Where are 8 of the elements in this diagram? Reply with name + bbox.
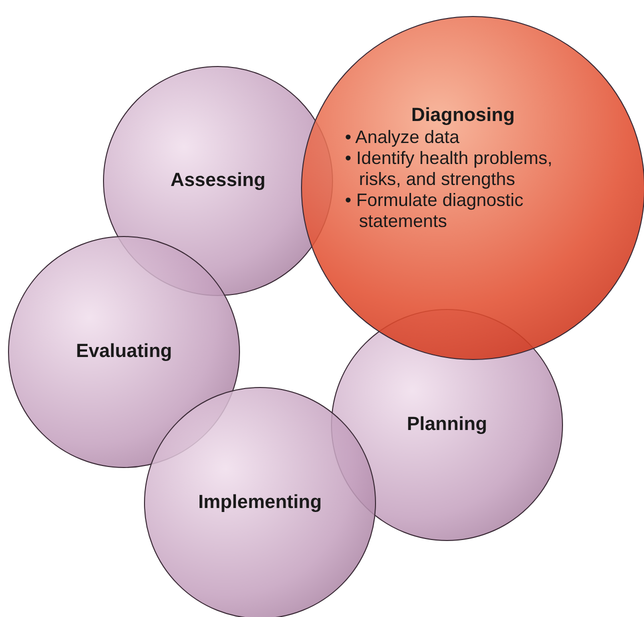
- bullet-item: • Analyze data: [345, 126, 460, 148]
- phase-title: Diagnosing: [411, 104, 515, 126]
- phase-title: Assessing: [170, 170, 266, 192]
- phase-title: Implementing: [198, 492, 322, 514]
- phase-title: Evaluating: [76, 341, 172, 363]
- bullet-item: • Identify health problems, risks, and strengths: [345, 148, 554, 190]
- bullet-item: • Formulate diagnostic statements: [345, 190, 524, 232]
- phase-title: Planning: [406, 414, 488, 436]
